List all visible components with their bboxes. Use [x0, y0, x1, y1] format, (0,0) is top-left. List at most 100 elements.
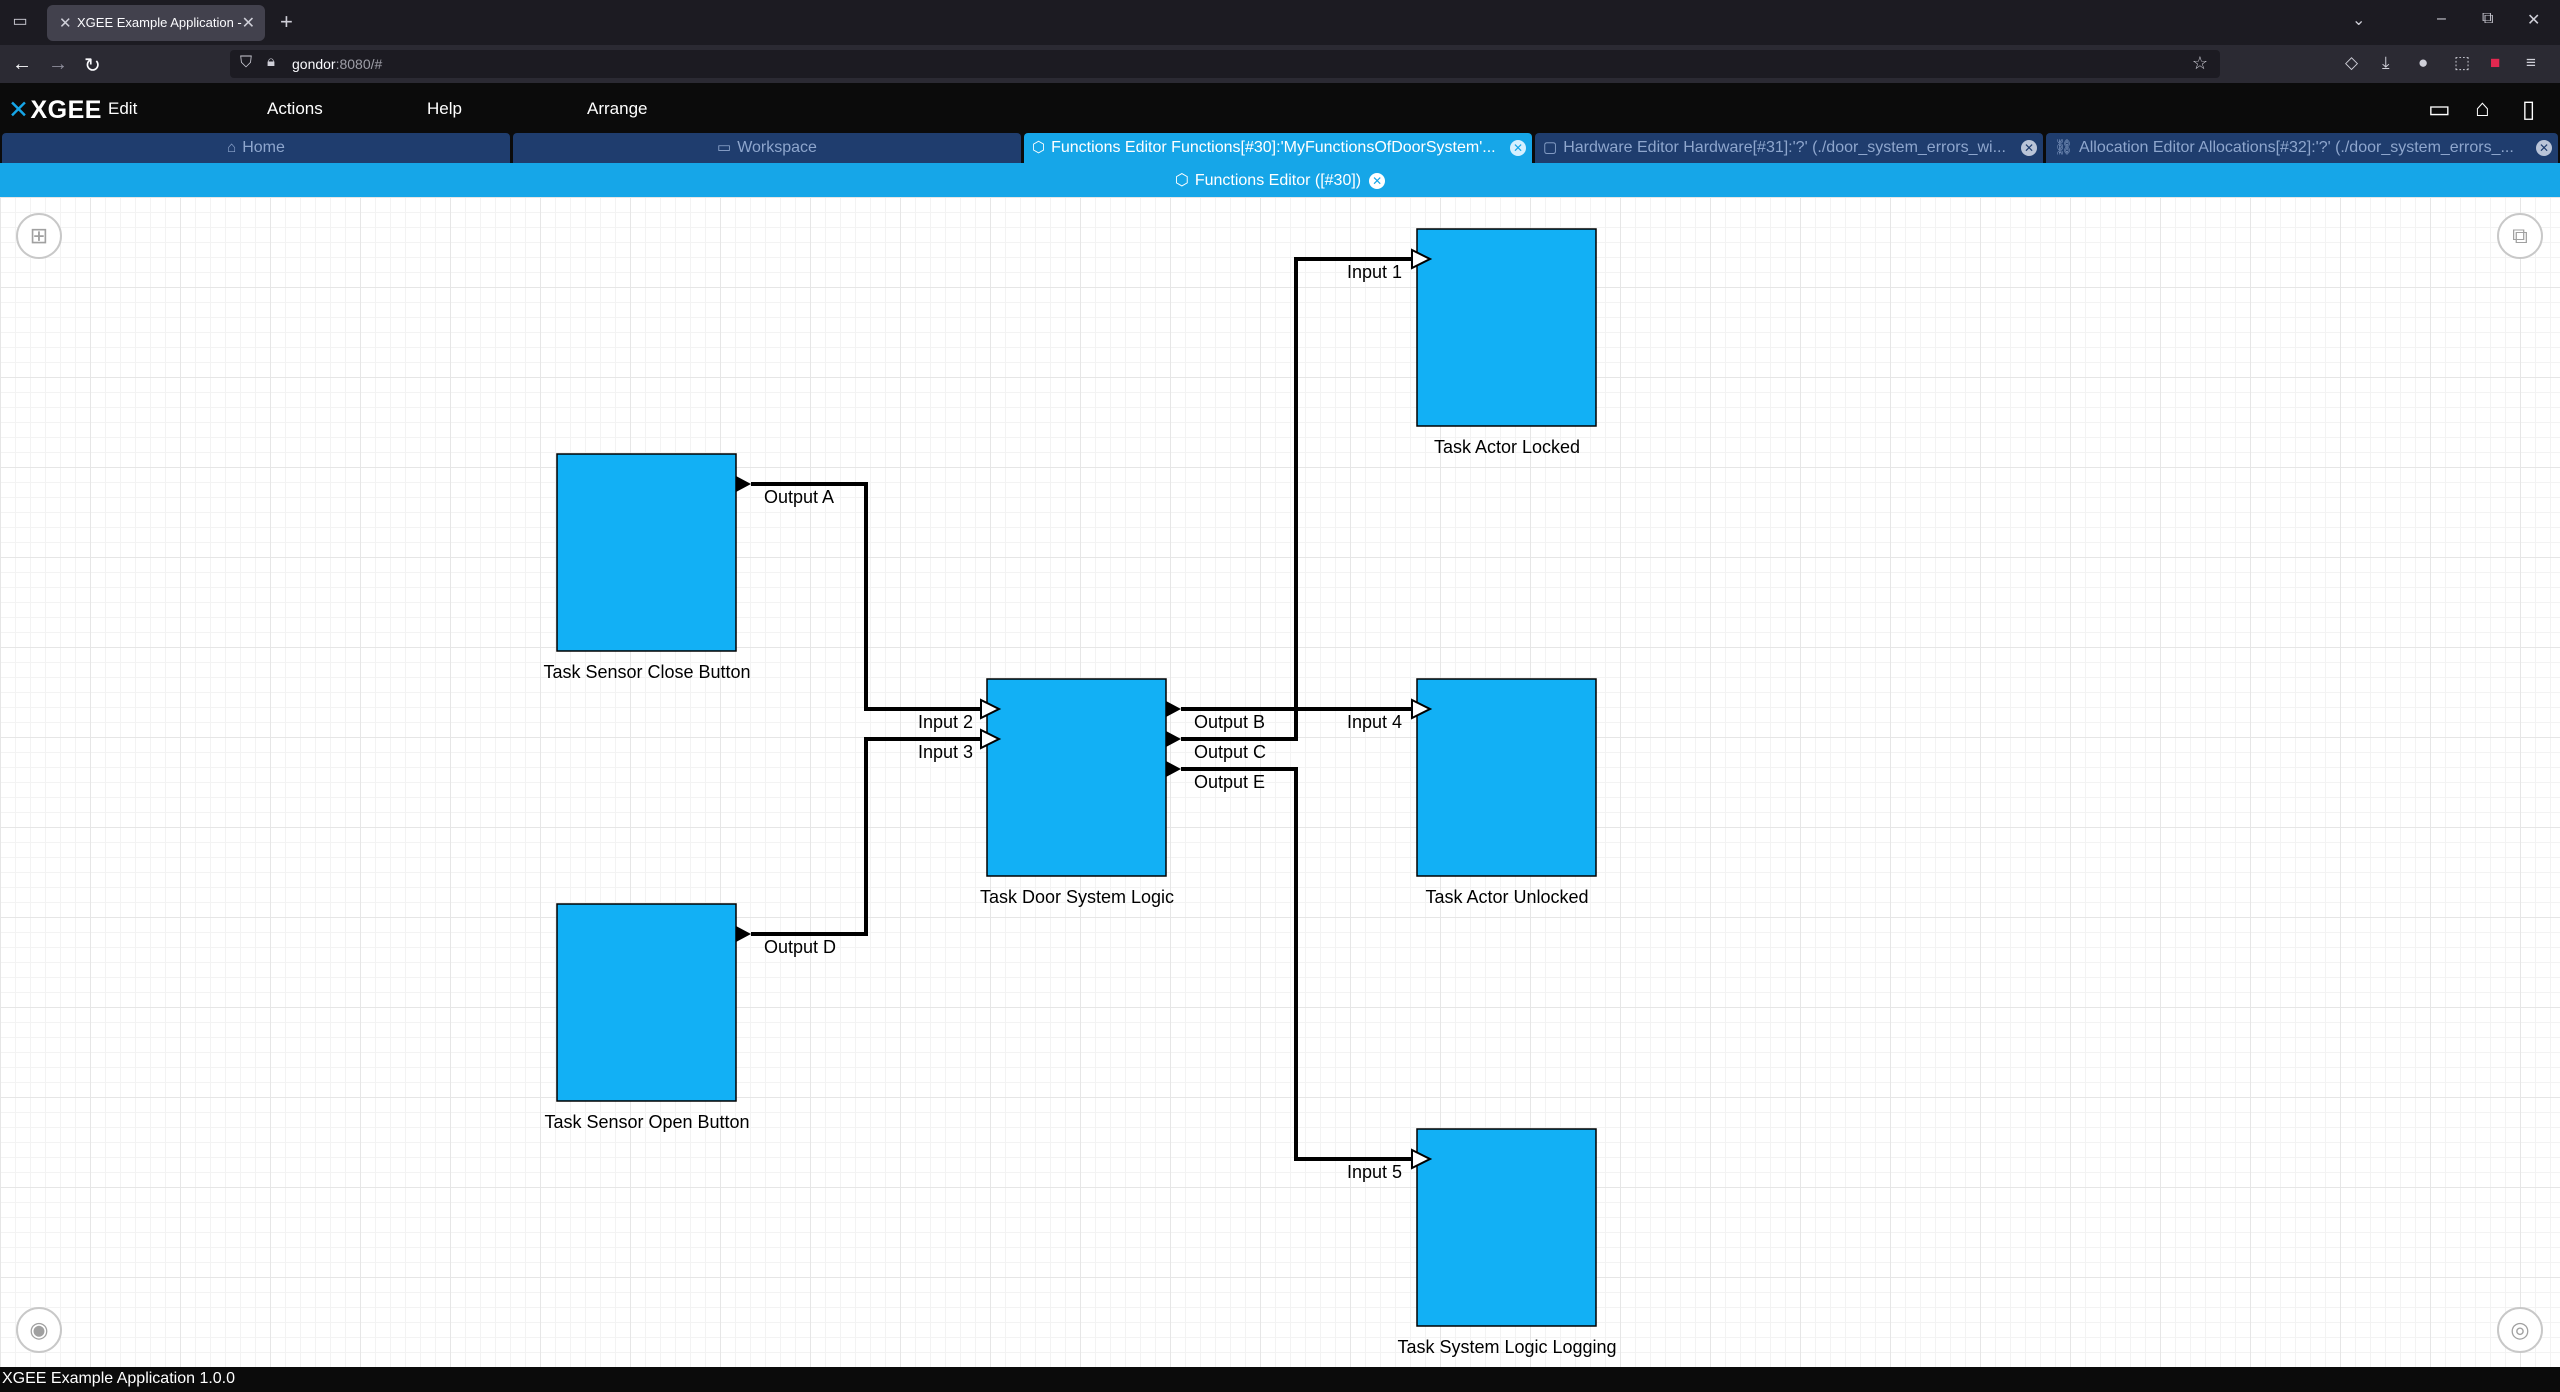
menu-actions[interactable]: Actions — [267, 99, 323, 118]
reload-icon[interactable]: ↻ — [84, 55, 101, 77]
minimize-icon[interactable]: – — [2437, 10, 2446, 27]
port-label: Output A — [764, 487, 834, 507]
port-label: Input 1 — [1347, 262, 1402, 282]
port-label: Output C — [1194, 742, 1266, 762]
back-icon[interactable]: ← — [12, 53, 32, 75]
task-block-sensor-close[interactable] — [556, 453, 737, 652]
task-block-actor-unlocked[interactable] — [1416, 678, 1597, 877]
port-input-5[interactable] — [1411, 1148, 1433, 1170]
browser-tab[interactable]: ✕ XGEE Example Application - Fu ✕ — [47, 5, 265, 41]
palette-toggle-icon[interactable]: ⧉ — [2497, 213, 2543, 259]
editor-subtab[interactable]: ⬡ Functions Editor ([#30]) ✕ — [0, 163, 2560, 197]
app-menubar: ✕XGEE Edit Actions Help Arrange ▭ ⌂ ▯ — [0, 83, 2560, 133]
connection-output-e-input-5[interactable] — [1181, 767, 1412, 1161]
tab-functions-editor-label: Functions Editor Functions[#30]:'MyFunct… — [1051, 139, 1496, 156]
close-tab-icon[interactable]: ✕ — [1510, 140, 1526, 156]
home-icon[interactable]: ⌂ — [2475, 95, 2490, 122]
task-block-logging[interactable] — [1416, 1128, 1597, 1327]
extensions-icon[interactable]: ⬚ — [2454, 53, 2471, 72]
task-label: Task Sensor Close Button — [543, 662, 750, 682]
menu-help[interactable]: Help — [427, 99, 462, 118]
open-folder-icon[interactable]: ▭ — [2428, 96, 2451, 123]
tab-home[interactable]: ⌂ Home — [2, 133, 510, 163]
task-label: Task Sensor Open Button — [544, 1112, 749, 1132]
url-text[interactable]: gondor:8080/# — [292, 56, 382, 72]
view-eye-icon[interactable]: ◉ — [16, 1307, 62, 1353]
home-icon: ⌂ — [227, 139, 237, 156]
bookmark-star-icon[interactable]: ☆ — [2191, 53, 2208, 73]
tab-workspace[interactable]: ▭ Workspace — [513, 133, 1021, 163]
port-label: Output D — [764, 937, 836, 957]
close-tab-icon[interactable]: ✕ — [241, 15, 255, 32]
link-icon: ⛓ — [2054, 139, 2074, 156]
url-bar[interactable]: ⛉ 🔒︎ gondor:8080/# ☆ — [230, 50, 2220, 78]
globe-icon[interactable]: ◎ — [2497, 1307, 2543, 1353]
tab-overflow-chevron-icon[interactable]: ⌄ — [2352, 12, 2366, 29]
functions-diagram[interactable]: Output A Output D Input 2 Input 3 Output… — [0, 197, 2560, 1367]
hardware-icon: ▢ — [1543, 139, 1558, 156]
port-label: Output B — [1194, 712, 1265, 732]
close-subtab-icon[interactable]: ✕ — [1369, 173, 1386, 189]
port-output-d[interactable] — [736, 926, 751, 942]
task-label: Task Door System Logic — [980, 887, 1174, 907]
task-block-actor-locked[interactable] — [1416, 228, 1597, 427]
connection-output-c-input-4[interactable] — [1181, 707, 1412, 741]
hamburger-menu-icon[interactable]: ≡ — [2526, 53, 2536, 72]
tab-functions-editor[interactable]: ⬡ Functions Editor Functions[#30]:'MyFunc… — [1024, 133, 1532, 163]
port-input-1[interactable] — [1411, 248, 1433, 270]
addon-icon[interactable]: ■ — [2490, 53, 2501, 72]
port-output-c[interactable] — [1166, 731, 1181, 747]
port-input-4[interactable] — [1411, 698, 1433, 720]
connection-output-a-input-2[interactable] — [751, 482, 981, 711]
app-logo-text: XGEE — [30, 96, 102, 124]
url-host: gondor — [292, 56, 336, 72]
connection-output-d-input-3[interactable] — [751, 737, 981, 936]
task-block-door-logic[interactable] — [986, 678, 1167, 877]
port-label: Input 3 — [918, 742, 973, 762]
outline-toggle-icon[interactable]: ⊞ — [16, 213, 62, 259]
url-port: :8080/# — [335, 56, 383, 72]
editor-tabbar: ⌂ Home ▭ Workspace ⬡ Functions Editor Funct… — [0, 133, 2560, 163]
document-icon[interactable]: ▯ — [2522, 96, 2536, 123]
tab-home-label: Home — [242, 139, 285, 156]
functions-icon: ⬡ — [1174, 172, 1189, 189]
browser-tabstrip: ▭ ✕ XGEE Example Application - Fu ✕ + ⌄ … — [0, 0, 2560, 45]
list-all-tabs-icon[interactable]: ▭ — [12, 13, 28, 30]
task-block-sensor-open[interactable] — [556, 903, 737, 1102]
app-logo: ✕XGEE — [8, 96, 102, 124]
new-tab-icon[interactable]: + — [280, 9, 293, 34]
restore-icon[interactable]: ⧉ — [2482, 10, 2494, 27]
lock-icon[interactable]: 🔒︎ — [267, 53, 275, 70]
shield-icon[interactable]: ⛉ — [240, 54, 253, 71]
menu-arrange[interactable]: Arrange — [587, 99, 648, 118]
port-input-3[interactable] — [980, 728, 1002, 750]
tab-hardware-editor-label: Hardware Editor Hardware[#31]:'?' (./doo… — [1563, 139, 2006, 156]
functions-icon: ⬡ — [1032, 139, 1046, 156]
port-input-2[interactable] — [980, 698, 1002, 720]
port-label: Input 2 — [918, 712, 973, 732]
account-icon[interactable]: ● — [2418, 53, 2429, 72]
menu-edit[interactable]: Edit — [108, 99, 138, 118]
tab-allocation-editor[interactable]: ⛓Allocation Editor Allocations[#32]:'?' … — [2046, 133, 2558, 163]
tab-hardware-editor[interactable]: ▢ Hardware Editor Hardware[#31]:'?' (./do… — [1535, 133, 2043, 163]
task-label: Task System Logic Logging — [1397, 1337, 1616, 1357]
port-label: Input 4 — [1347, 712, 1402, 732]
diagram-canvas[interactable]: ⊞ ⧉ ◉ ◎ Output A Output D — [0, 197, 2560, 1367]
connection-output-b-input-1[interactable] — [1181, 257, 1412, 711]
pocket-icon[interactable]: ◇ — [2345, 53, 2359, 72]
close-tab-icon[interactable]: ✕ — [2536, 140, 2552, 156]
port-output-e[interactable] — [1166, 761, 1181, 777]
downloads-icon[interactable]: ⤓ — [2382, 53, 2390, 72]
task-label: Task Actor Unlocked — [1425, 887, 1588, 907]
close-tab-icon[interactable]: ✕ — [2021, 140, 2037, 156]
forward-icon[interactable]: → — [48, 53, 68, 75]
folder-icon: ▭ — [717, 139, 732, 156]
task-label: Task Actor Locked — [1434, 437, 1580, 457]
port-output-a[interactable] — [736, 476, 751, 492]
port-output-b[interactable] — [1166, 701, 1181, 717]
tab-workspace-label: Workspace — [737, 139, 817, 156]
subtab-label: Functions Editor ([#30]) — [1194, 172, 1362, 189]
close-window-icon[interactable]: ✕ — [2527, 12, 2541, 29]
port-label: Input 5 — [1347, 1162, 1402, 1182]
browser-tab-title: XGEE Example Application - Fu — [77, 15, 242, 30]
